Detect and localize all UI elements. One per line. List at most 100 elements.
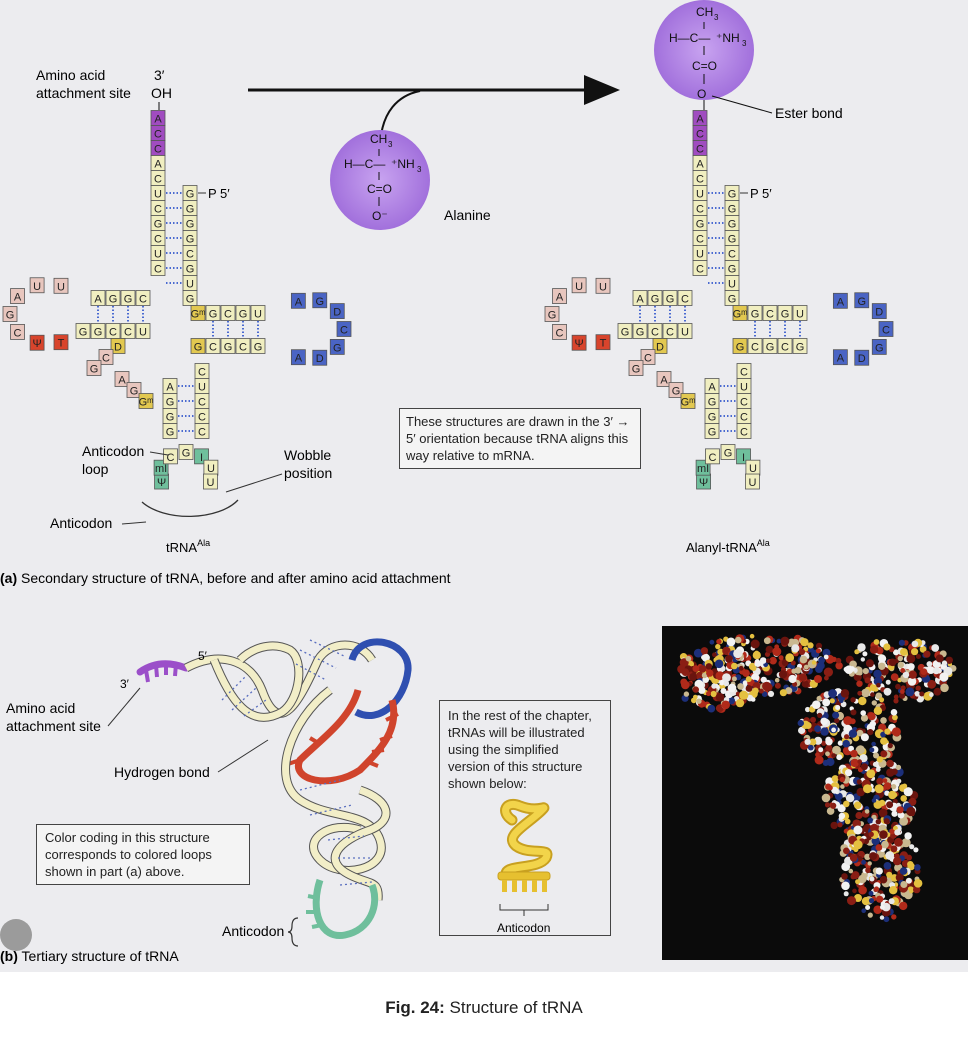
atom [831,775,839,783]
atom [715,692,725,702]
atom [872,761,878,767]
atom [759,657,767,664]
atom [897,661,904,669]
atom [841,881,850,891]
variable-nucleotide: G [628,360,644,376]
atom [880,737,888,745]
svg-text:Gᵐ: Gᵐ [681,397,696,409]
atom [711,683,717,689]
atom [933,687,942,696]
atom [694,679,704,689]
variable-nucleotide: C [640,349,656,365]
atom [843,847,850,855]
svg-text:C=O: C=O [692,59,717,73]
anticodon-stem-nucleotide: C [194,408,210,424]
svg-text:D: D [656,342,664,354]
atom [911,640,919,648]
atom [767,690,775,698]
variable-nucleotide: C [98,349,114,365]
atom [832,745,841,755]
atom [797,719,804,727]
atom [914,691,920,697]
svg-text:U: U [198,382,206,394]
d-loop-nucleotide: U [571,277,587,294]
atom [897,811,905,819]
d-stem-nucleotide: G [617,323,633,339]
atom [931,644,940,652]
svg-text:G: G [6,310,15,322]
atom [850,874,856,880]
atom [693,648,703,658]
atom [897,655,903,662]
atom [762,681,772,691]
variable-nucleotide: G [668,382,684,398]
atom [714,659,724,669]
t-stem-nucleotide: G [762,338,778,354]
atom [760,676,767,683]
atom [935,654,944,663]
atom [854,649,860,655]
part-b-caption: (b) Tertiary structure of tRNA [0,948,179,964]
atom [914,864,921,871]
svg-text:C: C [198,427,206,439]
svg-text:T: T [58,338,65,350]
atom [816,695,822,702]
anticodon-label: Anticodon [50,515,112,531]
svg-text:U: U [740,382,748,394]
svg-text:G: G [209,309,218,321]
t-loop-nucleotide: A [832,349,848,366]
atom [848,729,858,738]
acceptor-5-nucleotide: G [724,260,740,276]
atom [858,885,867,895]
anticodon-stem-nucleotide: G [704,423,720,439]
svg-text:G: G [708,397,717,409]
atom [850,749,858,758]
atom [905,687,915,697]
atom [900,648,908,656]
atom [899,901,908,911]
svg-text:C: C [198,412,206,424]
atom [722,673,731,682]
atom [735,691,741,696]
acceptor-3-nucleotide: A [150,110,166,126]
atom [705,663,713,670]
atom [873,800,883,809]
atom [864,853,871,860]
alanyl-trna-label: Alanyl-tRNAAla [686,538,770,555]
atom [932,667,940,675]
svg-text:C: C [740,427,748,439]
svg-text:G: G [333,342,342,354]
atom [889,886,898,895]
atom [825,751,830,757]
svg-text:C: C [186,249,194,261]
atom [867,729,874,736]
d-stem-nucleotide: C [135,290,151,306]
atom [834,792,843,801]
atom [834,718,840,724]
orientation-note: These structures are drawn in the 3′ → 5… [399,408,641,469]
svg-text:G: G [186,189,195,201]
atom [804,738,811,746]
svg-text:G: G [548,310,557,322]
simplified-trna-icon [497,799,553,916]
atom [855,746,864,754]
svg-text:G: G [672,386,681,398]
acceptor-5-nucleotide: G [182,260,198,276]
svg-text:G: G [728,189,737,201]
svg-text:G: G [766,342,775,354]
acceptor-3-nucleotide: U [692,185,708,201]
atom [879,915,885,920]
variable-nucleotide: D [652,338,668,354]
svg-text:U: U [57,281,65,293]
atom [815,642,823,650]
atom [884,728,891,735]
svg-text:G: G [636,327,645,339]
atom [913,847,919,853]
atom [861,897,871,906]
svg-text:A: A [154,159,162,171]
svg-text:G: G [708,427,717,439]
atom [835,657,842,664]
atom [848,745,854,752]
d-stem-nucleotide: C [677,290,693,306]
t-loop-nucleotide: G [329,339,345,355]
